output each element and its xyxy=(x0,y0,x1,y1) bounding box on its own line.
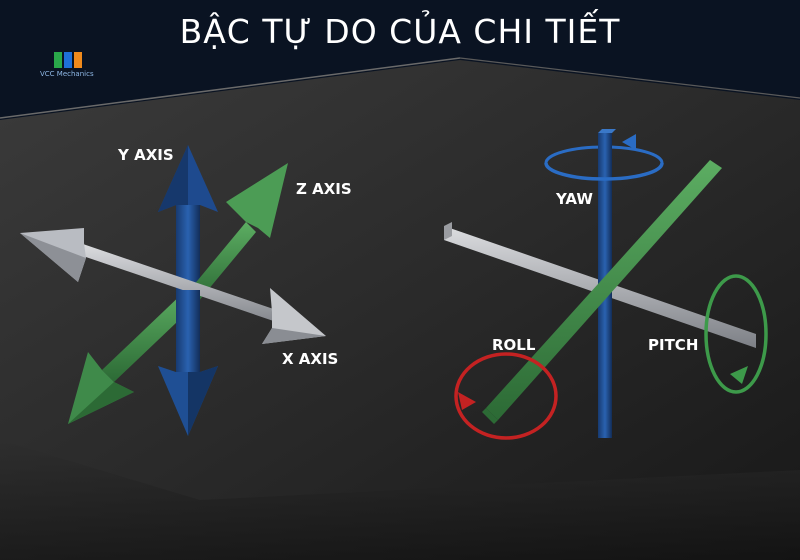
z-axis-label: Z AXIS xyxy=(296,180,352,198)
y-axis-arrow xyxy=(158,145,218,290)
z-axis-front xyxy=(68,290,198,424)
page-title: BẬC TỰ DO CỦA CHI TIẾT xyxy=(179,12,621,51)
y-axis-front xyxy=(158,290,218,436)
logo-mark xyxy=(54,52,120,68)
yaw-arrowhead xyxy=(622,134,636,150)
pitch-ring xyxy=(704,274,768,394)
plate-right-edge xyxy=(459,57,800,99)
roll-ring xyxy=(454,352,558,440)
yaw-ring-front xyxy=(544,162,664,181)
roll-label: ROLL xyxy=(492,336,536,354)
z-bar xyxy=(482,160,722,424)
logo: VCC Mechanics xyxy=(40,52,120,78)
pitch-label: PITCH xyxy=(648,336,699,354)
roll-arrowhead xyxy=(458,392,476,410)
x-axis-label: X AXIS xyxy=(282,350,339,368)
logo-text: VCC Mechanics xyxy=(40,70,94,78)
plate-edge xyxy=(0,440,800,560)
y-axis-label: Y AXIS xyxy=(118,146,174,164)
yaw-label: YAW xyxy=(556,190,593,208)
z-axis-arrow xyxy=(188,163,288,302)
plate-top-edge xyxy=(0,57,461,119)
x-axis-arrow xyxy=(20,228,326,344)
pitch-arrowhead xyxy=(730,366,748,384)
